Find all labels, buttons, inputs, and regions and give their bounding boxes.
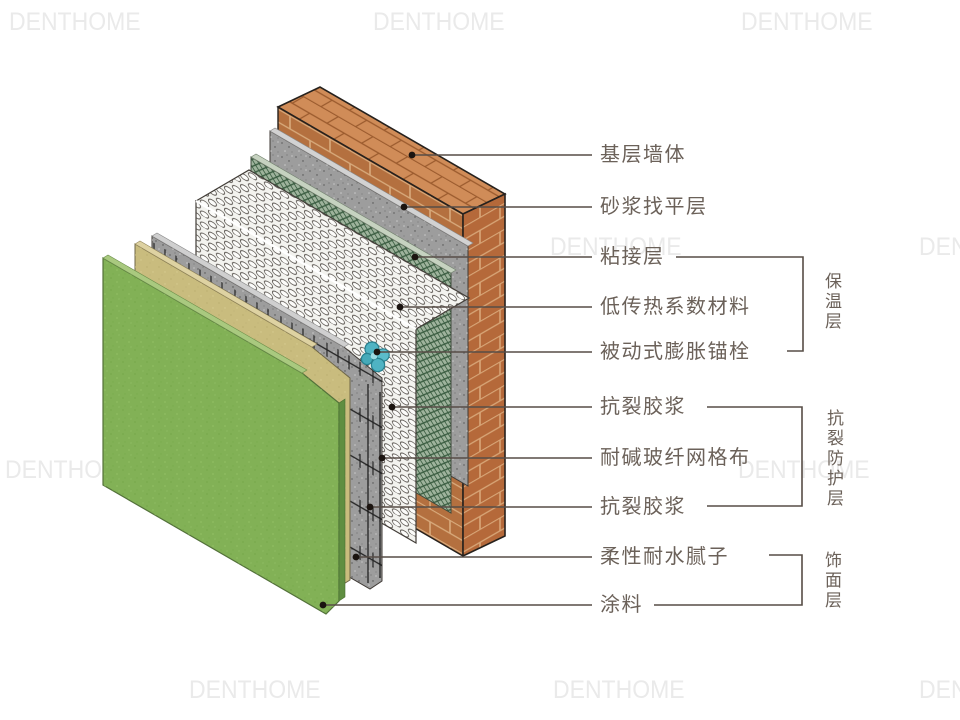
paint-coat-layer — [102, 254, 346, 615]
base-wall-label: 基层墙体 — [600, 144, 686, 166]
anchor-bolt-label: 被动式膨胀锚栓 — [600, 341, 751, 363]
watermark: DENTHOME — [741, 8, 873, 36]
watermark: DENTHOME — [189, 676, 321, 704]
crack-protection-group-label: 抗裂防护层 — [824, 409, 843, 509]
crack-mortar-label-1: 抗裂胶浆 — [600, 396, 686, 418]
insulation-group-label: 保温层 — [822, 272, 841, 332]
callout-lines — [323, 154, 804, 606]
flexible-putty-label: 柔性耐水腻子 — [600, 546, 729, 568]
watermark: DENTHOME — [553, 676, 685, 704]
watermark: DENTHOME — [919, 676, 960, 704]
watermark: DENTHOME — [373, 8, 505, 36]
watermark: DENTHOME — [919, 233, 960, 261]
callout-dots — [319, 151, 419, 609]
paint-coat-label: 涂料 — [600, 594, 643, 616]
crack-mortar-label-2: 抗裂胶浆 — [600, 496, 686, 518]
watermark: DENTHOME — [738, 456, 870, 484]
bond-coat-label: 粘接层 — [600, 246, 665, 268]
insulation-material-label: 低传热系数材料 — [600, 296, 751, 318]
mortar-leveling-label: 砂浆找平层 — [600, 196, 708, 218]
fiberglass-mesh-label: 耐碱玻纤网格布 — [600, 447, 751, 469]
watermark: DENTHOME — [9, 8, 141, 36]
finish-group-label: 饰面层 — [822, 551, 841, 611]
